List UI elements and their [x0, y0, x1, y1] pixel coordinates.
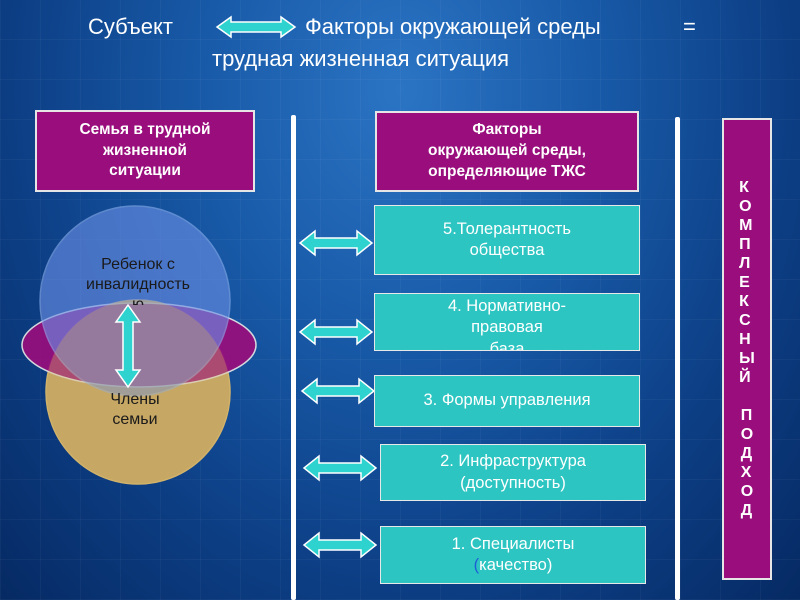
child-label-line2: инвалидность	[86, 276, 190, 293]
factor-3-double-arrow-icon	[300, 377, 376, 405]
factors-header-line2: окружающей среды,	[428, 142, 586, 160]
vertical-letter: М	[739, 217, 753, 234]
factor-specialists-box: 1. Специалисты (качество)	[380, 526, 646, 584]
title-double-arrow-icon	[215, 15, 297, 39]
vertical-letter: О	[740, 426, 754, 443]
members-label-line1: Члены	[110, 391, 160, 408]
child-circle	[39, 205, 231, 397]
vertical-letter: Й	[739, 369, 751, 386]
factor-1-quality: качество)	[479, 556, 553, 574]
family-header-line1: Семья в трудной	[79, 120, 211, 138]
title-factors: Факторы окружающей среды	[305, 14, 601, 39]
factor-2-double-arrow-icon	[302, 454, 378, 482]
vertical-letter: Л	[739, 255, 751, 272]
venn-vertical-double-arrow-icon	[114, 303, 142, 389]
factor-infrastructure-box: 2. Инфраструктура (доступность)	[380, 444, 646, 501]
factor-1-open-paren: (	[473, 556, 480, 574]
vertical-text-word1: К О М П Л Е К С Н Ы Й	[739, 178, 755, 387]
vertical-text-word2: П О Д Х О Д	[741, 406, 753, 520]
factor-5-line2: общества	[469, 241, 545, 259]
family-venn-diagram	[21, 205, 257, 485]
child-label: Ребенок с инвалидность ю	[68, 255, 208, 305]
title-subject: Субъект	[88, 14, 173, 39]
factor-4-line2: правовая	[471, 318, 543, 337]
vertical-letter: О	[739, 198, 752, 215]
child-label-line3: ю	[132, 296, 144, 305]
vertical-letter: Е	[739, 274, 750, 291]
factor-4-line3: база	[489, 339, 525, 351]
factors-header-box: Факторы окружающей среды, определяющие Т…	[375, 111, 639, 192]
factor-1-line1: 1. Специалисты	[451, 534, 575, 553]
vertical-letter: Х	[740, 464, 752, 481]
factor-4-line1: 4. Нормативно-	[447, 297, 567, 315]
family-header-line3: ситуации	[109, 162, 181, 180]
title-equals: =	[683, 14, 696, 39]
separator-left	[291, 115, 296, 600]
factor-1-double-arrow-icon	[302, 531, 378, 559]
factor-tolerance-box: 5.Толерантность общества	[374, 205, 640, 275]
title-line2: трудная жизненная ситуация	[212, 46, 510, 71]
factor-5-line1: 5.Толерантность	[443, 219, 571, 238]
vertical-letter: К	[739, 293, 749, 310]
vertical-letter: С	[739, 312, 751, 329]
factor-5-double-arrow-icon	[298, 229, 374, 257]
factor-4-double-arrow-icon	[298, 318, 374, 346]
factors-header-line3: определяющие ТЖС	[428, 162, 586, 180]
factor-3-line1: 3. Формы управления	[423, 391, 591, 410]
vertical-letter: К	[739, 179, 749, 196]
factor-management-box: 3. Формы управления	[374, 375, 640, 427]
complex-approach-box: К О М П Л Е К С Н Ы Й П О Д Х О Д	[722, 118, 772, 580]
vertical-letter: Ы	[739, 350, 755, 367]
vertical-letter: Н	[739, 331, 751, 348]
vertical-letter: П	[740, 407, 753, 424]
vertical-letter: Д	[740, 502, 753, 519]
factor-1-line2: (качество)	[452, 555, 575, 576]
factor-2-line1: 2. Инфраструктура	[440, 452, 586, 471]
separator-right	[675, 117, 680, 600]
factor-2-line2: (доступность)	[460, 473, 566, 492]
family-header-line2: жизненной	[103, 141, 187, 159]
vertical-letter: П	[739, 236, 751, 253]
vertical-letter: Д	[740, 445, 753, 462]
factor-legal-box: 4. Нормативно- правовая база	[374, 293, 640, 351]
vertical-letter: О	[740, 483, 754, 500]
members-label: Члены семьи	[85, 390, 185, 430]
members-label-line2: семьи	[112, 411, 158, 428]
child-label-line1: Ребенок с	[101, 256, 175, 273]
family-header-box: Семья в трудной жизненной ситуации	[35, 110, 255, 192]
factors-header-line1: Факторы	[472, 121, 542, 139]
members-circle-overlay	[46, 300, 230, 484]
